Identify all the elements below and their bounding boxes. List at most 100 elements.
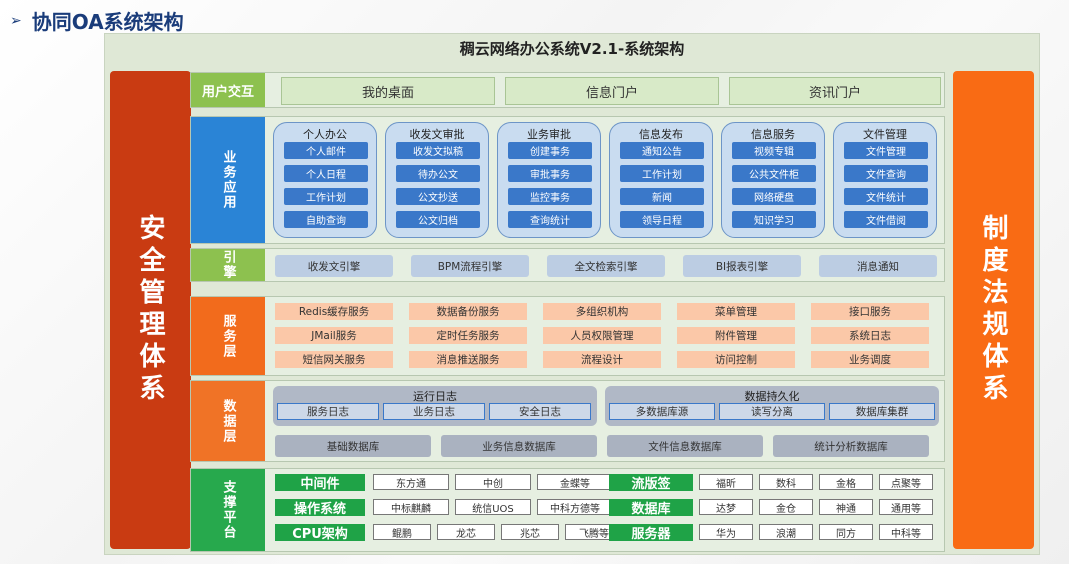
support-vendor: 点聚等 <box>879 474 933 490</box>
support-vendor: 中标麒麟 <box>373 499 449 515</box>
engine-item: 收发文引擎 <box>275 255 393 277</box>
support-category: 数据库 <box>609 499 693 517</box>
service-item: 多组织机构 <box>543 303 661 320</box>
service-item: 附件管理 <box>677 327 795 344</box>
support-category: 中间件 <box>275 474 365 492</box>
page-heading: ➢ 协同OA系统架构 <box>10 6 184 35</box>
group-item: 公文抄送 <box>396 188 480 205</box>
service-item: 访问控制 <box>677 351 795 368</box>
business-group: 收发文审批收发文拟稿待办公文公文抄送公文归档 <box>385 122 489 238</box>
database-item: 基础数据库 <box>275 435 431 457</box>
support-vendor: 东方通 <box>373 474 449 490</box>
layer-data: 数据层 运行日志 数据持久化 服务日志业务日志安全日志多数据库源读写分离数据库集… <box>190 380 945 462</box>
engine-item: 消息通知 <box>819 255 937 277</box>
support-category: 流版签 <box>609 474 693 492</box>
support-vendor: 金格 <box>819 474 873 490</box>
support-vendor: 金蝶等 <box>537 474 613 490</box>
engine-item: BI报表引擎 <box>683 255 801 277</box>
group-item: 审批事务 <box>508 165 592 182</box>
layer-label: 支撑平台 <box>191 469 265 551</box>
business-group: 个人办公个人邮件个人日程工作计划自助查询 <box>273 122 377 238</box>
group-item: 文件查询 <box>844 165 928 182</box>
support-category: 操作系统 <box>275 499 365 517</box>
service-item: 数据备份服务 <box>409 303 527 320</box>
engine-item: 全文检索引擎 <box>547 255 665 277</box>
support-vendor: 金仓 <box>759 499 813 515</box>
support-vendor: 神通 <box>819 499 873 515</box>
layer-business: 业务应用 个人办公个人邮件个人日程工作计划自助查询收发文审批收发文拟稿待办公文公… <box>190 116 945 244</box>
support-vendor: 中科等 <box>879 524 933 540</box>
database-item: 统计分析数据库 <box>773 435 929 457</box>
layer-label: 数据层 <box>191 381 265 461</box>
group-item: 文件统计 <box>844 188 928 205</box>
group-item: 知识学习 <box>732 211 816 228</box>
group-title: 信息发布 <box>639 128 683 141</box>
arrow-icon: ➢ <box>10 12 22 29</box>
support-category: CPU架构 <box>275 524 365 542</box>
group-title: 业务审批 <box>527 128 571 141</box>
service-item: 系统日志 <box>811 327 929 344</box>
log-item: 业务日志 <box>383 403 485 420</box>
support-vendor: 龙芯 <box>437 524 495 540</box>
layer-label: 引擎 <box>191 249 265 281</box>
group-item: 创建事务 <box>508 142 592 159</box>
group-item: 监控事务 <box>508 188 592 205</box>
group-item: 个人日程 <box>284 165 368 182</box>
service-item: 菜单管理 <box>677 303 795 320</box>
support-vendor: 浪潮 <box>759 524 813 540</box>
service-item: Redis缓存服务 <box>275 303 393 320</box>
support-category: 服务器 <box>609 524 693 542</box>
group-item: 文件管理 <box>844 142 928 159</box>
engine-item: BPM流程引擎 <box>411 255 529 277</box>
group-title: 个人办公 <box>303 128 347 141</box>
group-title: 文件管理 <box>863 128 907 141</box>
layer-label: 用户交互 <box>191 73 265 107</box>
diagram-title: 稠云网络办公系统V2.1-系统架构 <box>459 40 685 58</box>
group-item: 工作计划 <box>284 188 368 205</box>
group-item: 通知公告 <box>620 142 704 159</box>
service-item: 消息推送服务 <box>409 351 527 368</box>
service-item: 接口服务 <box>811 303 929 320</box>
support-vendor: 中科方德等 <box>537 499 613 515</box>
persist-item: 读写分离 <box>719 403 825 420</box>
ui-item: 信息门户 <box>505 77 719 105</box>
group-item: 待办公文 <box>396 165 480 182</box>
support-vendor: 福昕 <box>699 474 753 490</box>
service-item: JMail服务 <box>275 327 393 344</box>
ui-item: 我的桌面 <box>281 77 495 105</box>
log-item: 安全日志 <box>489 403 591 420</box>
architecture-diagram: 稠云网络办公系统V2.1-系统架构 安全管理体系 制度法规体系 用户交互 我的桌… <box>104 33 1040 555</box>
group-item: 文件借阅 <box>844 211 928 228</box>
panel-title: 数据持久化 <box>744 390 800 403</box>
support-vendor: 统信UOS <box>455 499 531 515</box>
layer-support: 支撑平台 中间件东方通中创金蝶等流版签福昕数科金格点聚等操作系统中标麒麟统信UO… <box>190 468 945 552</box>
layer-user-interaction: 用户交互 我的桌面 信息门户 资讯门户 <box>190 72 945 108</box>
heading-text: 协同OA系统架构 <box>31 10 184 34</box>
business-group: 业务审批创建事务审批事务监控事务查询统计 <box>497 122 601 238</box>
group-item: 公共文件柜 <box>732 165 816 182</box>
regulation-system-bar: 制度法规体系 <box>953 71 1034 549</box>
support-vendor: 达梦 <box>699 499 753 515</box>
group-title: 收发文审批 <box>409 128 465 141</box>
support-vendor: 兆芯 <box>501 524 559 540</box>
group-title: 信息服务 <box>751 128 795 141</box>
group-item: 公文归档 <box>396 211 480 228</box>
persist-item: 数据库集群 <box>829 403 935 420</box>
service-item: 短信网关服务 <box>275 351 393 368</box>
group-item: 工作计划 <box>620 165 704 182</box>
support-vendor: 华为 <box>699 524 753 540</box>
group-item: 收发文拟稿 <box>396 142 480 159</box>
database-item: 业务信息数据库 <box>441 435 597 457</box>
business-group: 信息服务视频专辑公共文件柜网络硬盘知识学习 <box>721 122 825 238</box>
layer-label: 服务层 <box>191 297 265 375</box>
service-item: 流程设计 <box>543 351 661 368</box>
group-item: 个人邮件 <box>284 142 368 159</box>
ui-item: 资讯门户 <box>729 77 941 105</box>
support-vendor: 鲲鹏 <box>373 524 431 540</box>
business-group: 信息发布通知公告工作计划新闻领导日程 <box>609 122 713 238</box>
group-item: 新闻 <box>620 188 704 205</box>
group-item: 自助查询 <box>284 211 368 228</box>
log-item: 服务日志 <box>277 403 379 420</box>
group-item: 查询统计 <box>508 211 592 228</box>
